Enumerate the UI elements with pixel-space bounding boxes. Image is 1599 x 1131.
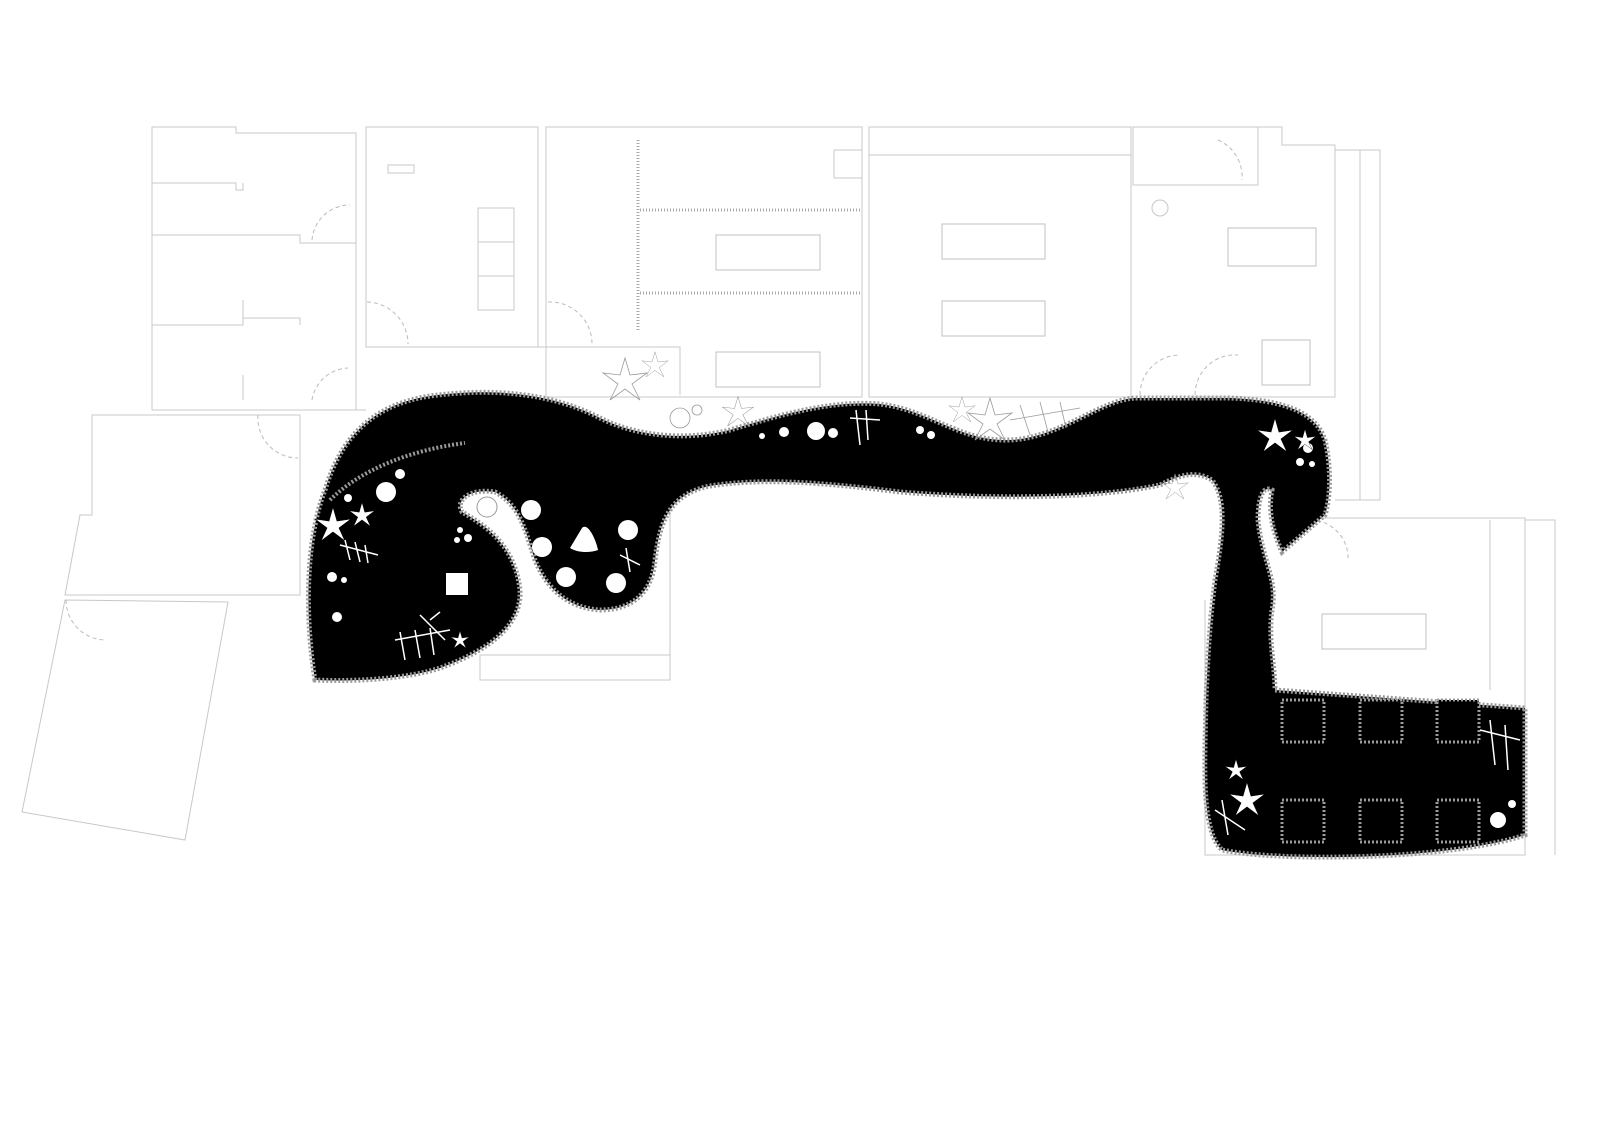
- plant-icon: [947, 395, 977, 423]
- stepping-stone-icon: [332, 612, 342, 622]
- stepping-stone-icon: [341, 577, 347, 583]
- planter-cells: [1280, 698, 1481, 844]
- stepping-stone-icon: [669, 407, 691, 429]
- stepping-stone-icon: [1490, 812, 1506, 828]
- stepping-stones: [327, 422, 1516, 828]
- stepping-stone-icon: [457, 527, 463, 533]
- plant-icon: [1256, 416, 1294, 453]
- plant-icon: [966, 396, 1014, 441]
- plant-icon: [1294, 428, 1316, 450]
- plant-icon: [349, 501, 375, 527]
- plant-icon: [640, 350, 670, 378]
- outside-plants: [601, 350, 1190, 500]
- stepping-stone-icon: [916, 426, 924, 434]
- plant-icon: [1225, 758, 1247, 780]
- stepping-stone-icon: [1309, 461, 1315, 467]
- stepping-stone-icon: [344, 494, 352, 502]
- stepping-stone-icon: [570, 526, 598, 553]
- stepping-stone-icon: [759, 433, 765, 439]
- plant-icon: [601, 356, 649, 401]
- stepping-stone-icon: [395, 469, 405, 479]
- plant-icon: [1160, 472, 1190, 500]
- stepping-stone-icon: [807, 422, 825, 440]
- stepping-stone-icon: [476, 496, 498, 518]
- stepping-stone-icon: [1508, 800, 1516, 808]
- stepping-stone-icon: [1296, 458, 1304, 466]
- plant-icon: [721, 395, 755, 427]
- plant-icon: [450, 630, 470, 649]
- fern-icon: [1009, 401, 1081, 436]
- stepping-stone-icon: [828, 428, 838, 438]
- plant-icon: [314, 505, 352, 542]
- stepping-stone-icon: [521, 500, 541, 520]
- stepping-stone-icon: [606, 573, 626, 593]
- stepping-stone-icon: [532, 537, 552, 557]
- fern-icon: [339, 409, 1521, 836]
- stepping-stone-icon: [464, 534, 472, 542]
- stepping-stone-icon: [376, 482, 396, 502]
- building-walls: [21, 126, 1556, 856]
- plants: [314, 409, 1521, 836]
- fern-icon: [328, 441, 466, 502]
- plant-icon: [1228, 780, 1266, 817]
- stepping-stone-icon: [556, 567, 576, 587]
- stepping-stone-icon: [927, 431, 935, 439]
- stepping-stone-icon: [618, 520, 638, 540]
- stepping-stone-icon: [779, 427, 789, 437]
- stepping-stone-icon: [691, 404, 703, 416]
- stepping-stone-icon: [454, 537, 460, 543]
- garden-area: [305, 389, 1528, 860]
- stepping-stone-icon: [327, 572, 337, 582]
- stepping-stone-icon: [446, 573, 468, 595]
